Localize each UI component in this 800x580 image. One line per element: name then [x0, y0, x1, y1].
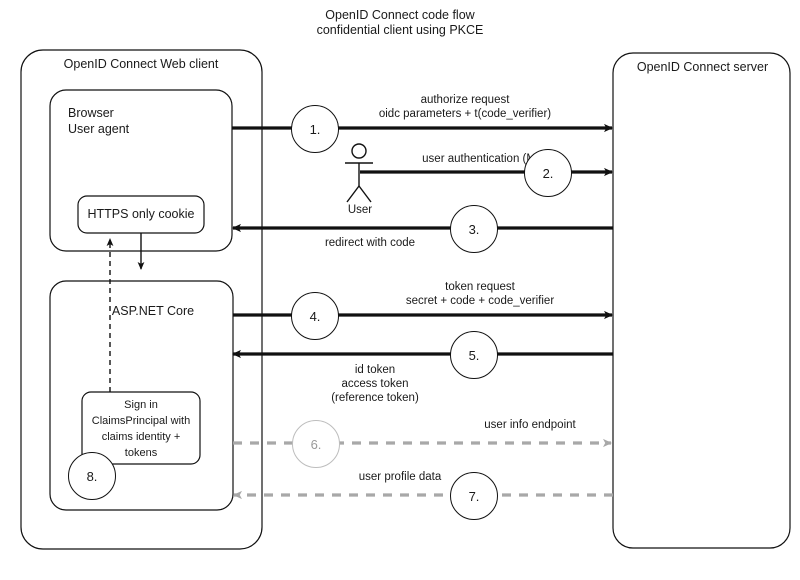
step-marker-1[interactable]: 1. [291, 105, 339, 153]
step-3-label-line-1: redirect with code [324, 237, 416, 249]
signin-label-line-3: claims identity + [101, 431, 181, 443]
client-box-label: OpenID Connect Web client [63, 57, 219, 71]
server-box [612, 52, 791, 549]
user-label: User [347, 204, 373, 216]
aspnet-core-label: ASP.NET Core [111, 304, 195, 318]
step-4-label-line-1: token request [445, 281, 515, 293]
step-5-label-line-3: (reference token) [331, 392, 419, 404]
step-marker-3[interactable]: 3. [450, 205, 498, 253]
signin-box [81, 391, 201, 465]
step-marker-6[interactable]: 6. [292, 420, 340, 468]
step-marker-4[interactable]: 4. [291, 292, 339, 340]
step-marker-2[interactable]: 2. [524, 149, 572, 197]
step-4-label-line-2: secret + code + code_verifier [405, 295, 555, 307]
server-box-label: OpenID Connect server [636, 60, 769, 74]
https-cookie-label: HTTPS only cookie [87, 207, 195, 221]
signin-label-line-2: ClaimsPrincipal with [91, 415, 191, 427]
step-1-label-line-2: oidc parameters + t(code_verifier) [378, 108, 552, 120]
signin-label-line-1: Sign in [124, 399, 158, 411]
browser-label-line-2: User agent [68, 122, 130, 136]
aspnet-core-box [49, 280, 234, 511]
step-6-label-line-1: user info endpoint [484, 419, 576, 431]
step-7-label-line-1: user profile data [358, 471, 442, 483]
signin-label-line-4: tokens [124, 447, 158, 459]
client-box [20, 49, 263, 550]
diagram-title-line-2: confidential client using PKCE [316, 23, 484, 37]
diagram-title-line-1: OpenID Connect code flow [325, 8, 475, 22]
step-5-label-line-2: access token [341, 378, 409, 390]
step-marker-5[interactable]: 5. [450, 331, 498, 379]
browser-label-line-1: Browser [68, 106, 114, 120]
user-stick-figure-icon [345, 143, 373, 203]
step-5-label-line-1: id token [354, 364, 396, 376]
step-marker-7[interactable]: 7. [450, 472, 498, 520]
step-marker-8[interactable]: 8. [68, 452, 116, 500]
step-1-label-line-1: authorize request [420, 94, 510, 106]
